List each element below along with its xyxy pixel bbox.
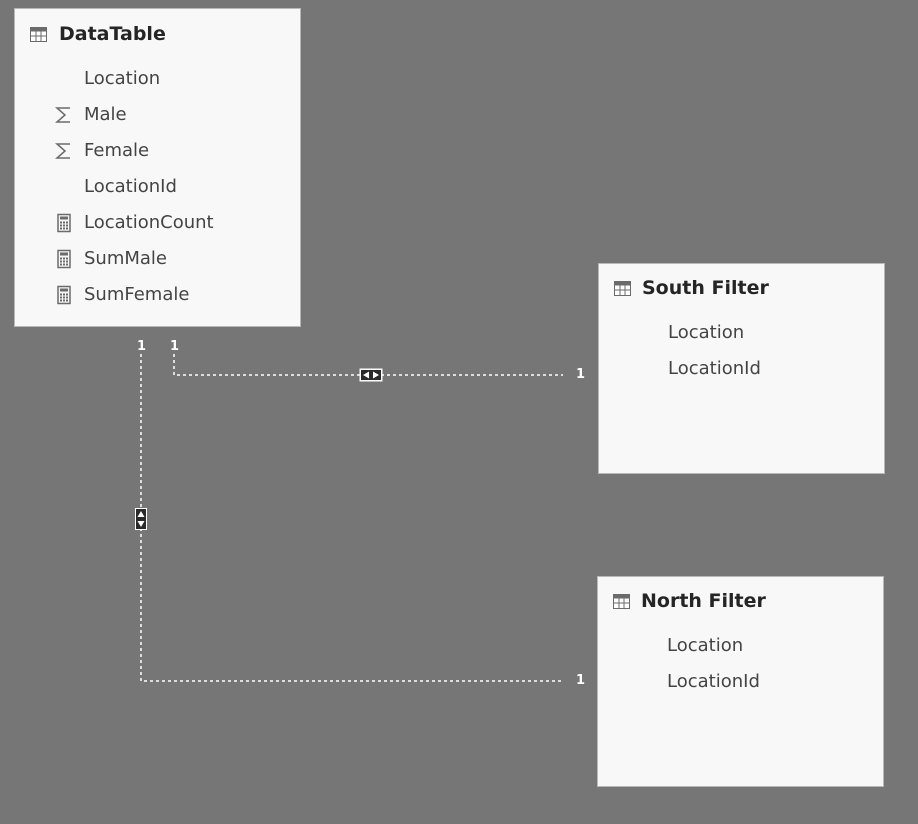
field-sum-male[interactable]: SumMale	[55, 241, 285, 277]
field-label: Location	[84, 68, 161, 89]
north-filter-header[interactable]: North Filter	[598, 577, 883, 629]
table-title: South Filter	[642, 277, 769, 299]
field-female[interactable]: Female	[55, 133, 285, 169]
table-title: North Filter	[641, 590, 766, 612]
cross-filter-both-horizontal-icon[interactable]	[359, 368, 383, 382]
table-title: DataTable	[59, 23, 166, 45]
field-label: LocationId	[84, 176, 177, 197]
field-location-count[interactable]: LocationCount	[55, 205, 285, 241]
field-label: Female	[84, 140, 150, 161]
cardinality-south-from: 1	[170, 339, 180, 354]
calculator-icon	[57, 249, 71, 269]
relationship-line-south[interactable]	[173, 354, 563, 376]
field-male[interactable]: Male	[55, 97, 285, 133]
field-label: LocationCount	[84, 212, 214, 233]
field-sum-female[interactable]: SumFemale	[55, 277, 285, 313]
data-table-header[interactable]: DataTable	[15, 9, 300, 61]
cardinality-north-from: 1	[137, 339, 147, 354]
field-label: SumMale	[84, 248, 168, 269]
calculator-icon	[57, 285, 71, 305]
north-filter-card[interactable]: North Filter Location LocationId	[597, 576, 884, 787]
data-table-card[interactable]: DataTable Location Male Female LocationI…	[14, 8, 301, 327]
table-icon	[614, 281, 631, 296]
relationship-line-north[interactable]	[140, 354, 563, 682]
field-label: SumFemale	[84, 284, 190, 305]
field-label: Location	[668, 322, 745, 343]
field-label: Location	[667, 635, 744, 656]
table-icon	[613, 594, 630, 609]
cardinality-south-to: 1	[576, 367, 586, 382]
cardinality-north-to: 1	[576, 673, 586, 688]
table-icon	[30, 27, 47, 42]
field-label: LocationId	[667, 671, 760, 692]
south-filter-header[interactable]: South Filter	[599, 264, 884, 316]
calculator-icon	[57, 213, 71, 233]
field-label: Male	[84, 104, 127, 125]
cross-filter-both-vertical-icon[interactable]	[135, 508, 147, 530]
sigma-icon	[55, 107, 70, 123]
sigma-icon	[55, 143, 70, 159]
field-label: LocationId	[668, 358, 761, 379]
south-filter-card[interactable]: South Filter Location LocationId	[598, 263, 885, 474]
